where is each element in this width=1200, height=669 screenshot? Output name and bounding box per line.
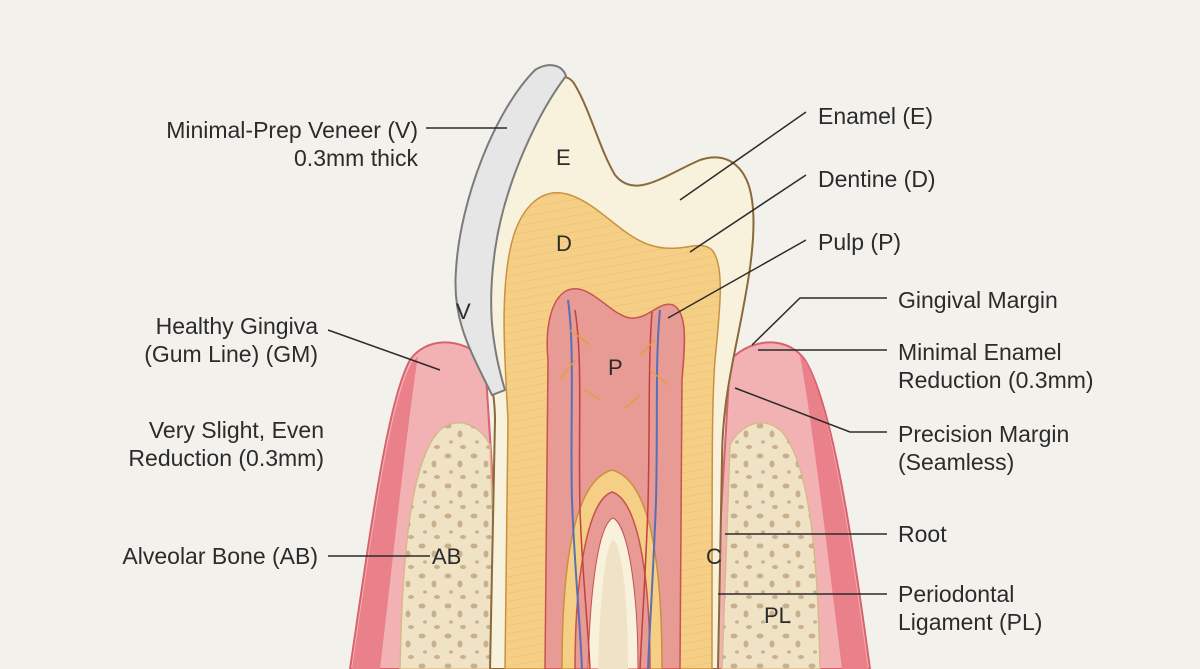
label-precision-margin: Precision Margin(Seamless): [898, 421, 1070, 475]
inner-label-pulp: P: [608, 355, 623, 380]
inner-label-cementum: C: [706, 544, 722, 569]
veneer: [454, 64, 568, 397]
inner-label-periodontal-ligament: PL: [764, 603, 791, 628]
label-pulp: Pulp (P): [818, 229, 902, 255]
label-veneer: Minimal-Prep Veneer (V)0.3mm thick: [166, 117, 418, 171]
inner-label-veneer: V: [456, 299, 471, 324]
inner-label-alveolar-bone: AB: [432, 544, 462, 569]
label-healthy-gingiva: Healthy Gingiva(Gum Line) (GM): [144, 313, 318, 367]
label-alveolar-bone: Alveolar Bone (AB): [122, 543, 318, 569]
label-enamel: Enamel (E): [818, 103, 934, 129]
label-dentine: Dentine (D): [818, 166, 936, 192]
inner-label-dentine: D: [556, 231, 572, 256]
leader-lines: [327, 111, 887, 595]
label-gingival-margin: Gingival Margin: [898, 287, 1058, 313]
label-root: Root: [898, 521, 947, 547]
inner-label-enamel: E: [556, 145, 571, 170]
